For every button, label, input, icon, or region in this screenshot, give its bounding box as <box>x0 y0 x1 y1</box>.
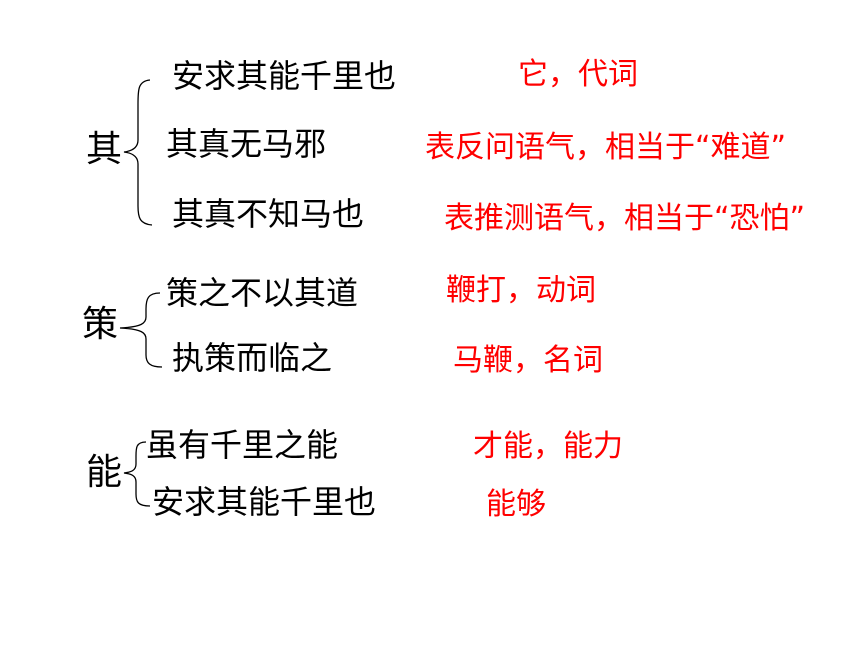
example-ce-2: 执策而临之 <box>172 339 333 377</box>
word-ce: 策 <box>82 304 119 345</box>
meaning-neng-2: 能够 <box>486 487 546 522</box>
meaning-qi-2: 表反问语气，相当于“难道” <box>425 130 787 165</box>
meaning-qi-1: 它，代词 <box>518 57 638 92</box>
meaning-qi-3: 表推测语气，相当于“恐怕” <box>444 201 806 236</box>
example-ce-1: 策之不以其道 <box>166 274 359 312</box>
example-qi-3: 其真不知马也 <box>172 195 365 233</box>
example-neng-2: 安求其能千里也 <box>152 483 377 521</box>
brace-neng <box>123 441 151 507</box>
word-qi: 其 <box>86 129 123 170</box>
word-neng: 能 <box>86 452 123 493</box>
example-qi-2: 其真无马邪 <box>166 125 327 163</box>
example-neng-1: 虽有千里之能 <box>146 426 339 464</box>
example-qi-1: 安求其能千里也 <box>172 57 397 95</box>
meaning-ce-2: 马鞭，名词 <box>453 343 603 378</box>
meaning-neng-1: 才能，能力 <box>473 429 623 464</box>
meaning-ce-1: 鞭打，动词 <box>446 273 596 308</box>
brace-ce <box>119 292 163 368</box>
brace-qi <box>123 79 153 226</box>
